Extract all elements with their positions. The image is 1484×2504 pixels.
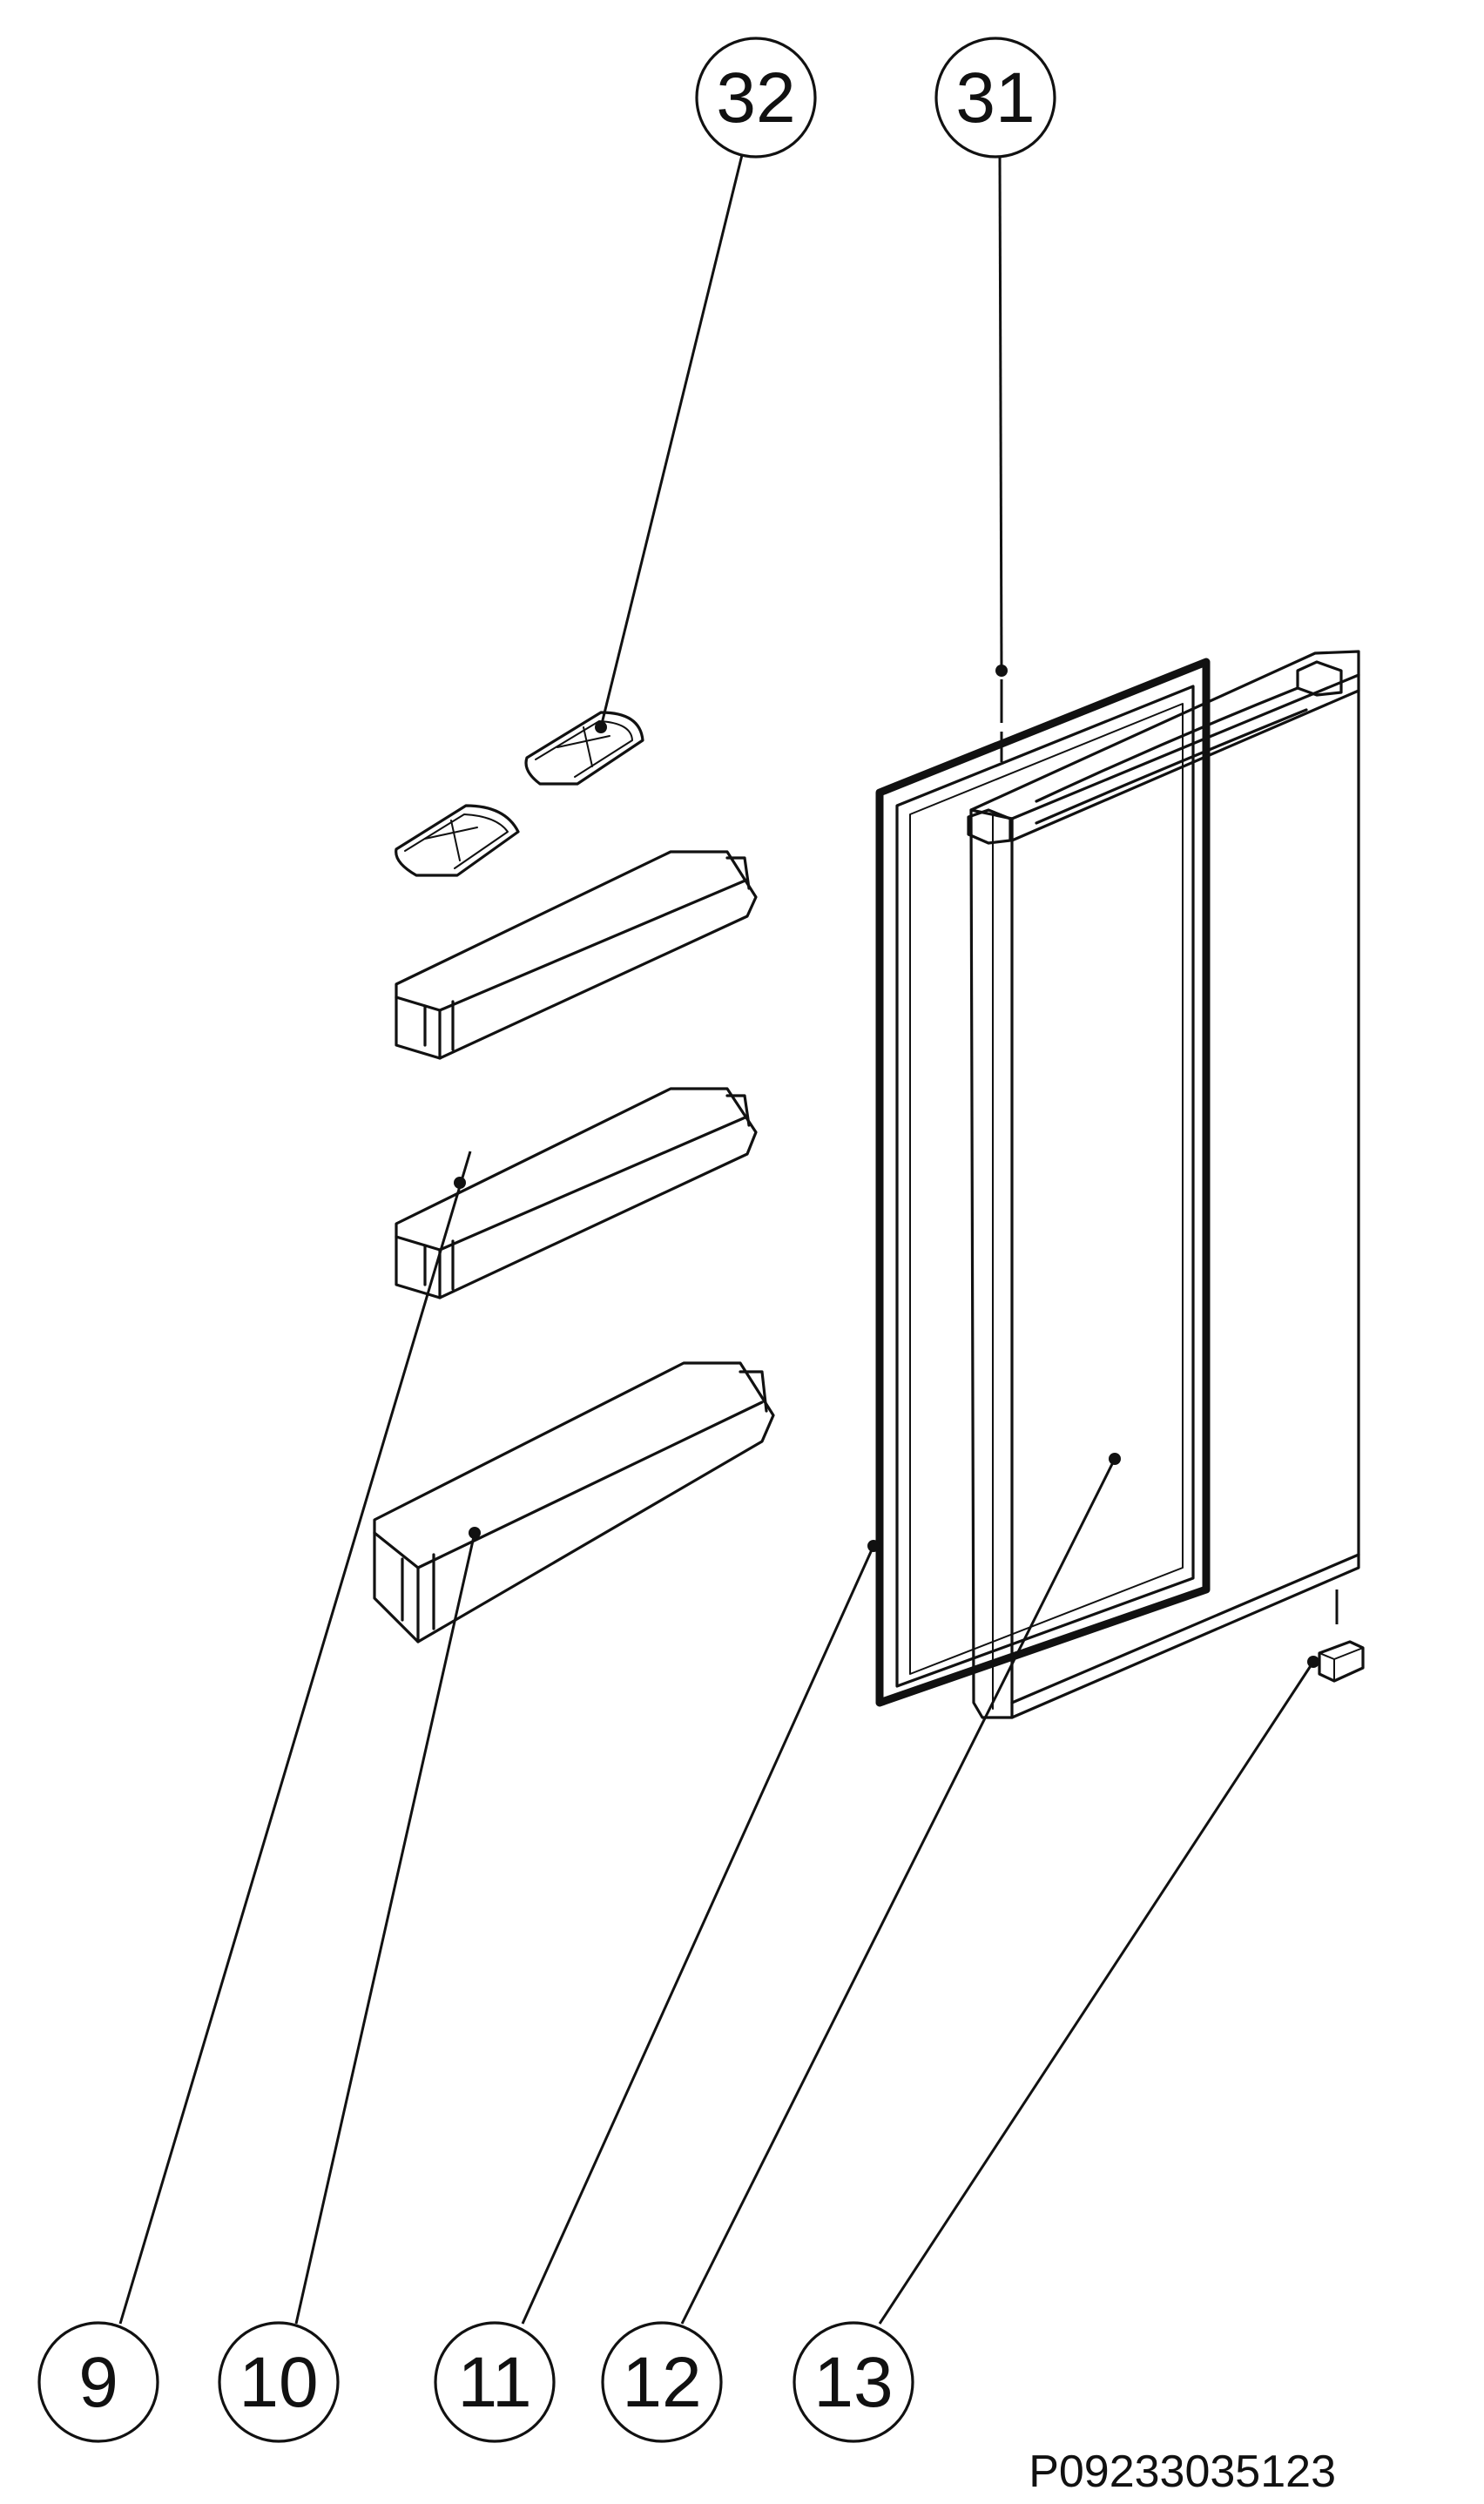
callout-12: 12 bbox=[601, 2321, 723, 2443]
leader-line-11 bbox=[521, 1545, 875, 2325]
door-gasket-icon bbox=[875, 658, 1211, 1707]
lower-hinge-bushing-icon bbox=[1318, 1589, 1365, 1683]
svg-text:11: 11 bbox=[457, 2343, 531, 2422]
svg-text:10: 10 bbox=[239, 2343, 318, 2422]
callout-10: 10 bbox=[218, 2321, 340, 2443]
leader-line-12 bbox=[680, 1458, 1116, 2325]
svg-text:12: 12 bbox=[622, 2343, 701, 2422]
callout-9: 9 bbox=[37, 2321, 159, 2443]
callout-31: 31 bbox=[934, 37, 1056, 159]
svg-text:31: 31 bbox=[955, 58, 1035, 138]
drawing-code: P09233035123 bbox=[1029, 2447, 1336, 2497]
leader-line-32 bbox=[599, 154, 744, 728]
door-panel-icon bbox=[967, 650, 1360, 1719]
leader-line-9 bbox=[118, 1151, 472, 2325]
door-shelf-icon bbox=[395, 850, 758, 1299]
svg-text:13: 13 bbox=[813, 2343, 893, 2422]
leader-line-13 bbox=[878, 1661, 1315, 2325]
callout-11: 11 bbox=[434, 2321, 556, 2443]
door-bin-cover-icon bbox=[395, 711, 644, 877]
large-door-bin-icon bbox=[373, 1361, 775, 1643]
svg-text:32: 32 bbox=[716, 58, 795, 138]
callout-32: 32 bbox=[695, 37, 817, 159]
leader-line-10 bbox=[294, 1532, 476, 2325]
svg-text:9: 9 bbox=[78, 2343, 118, 2422]
leader-line-31 bbox=[998, 154, 1003, 672]
callout-13: 13 bbox=[793, 2321, 914, 2443]
